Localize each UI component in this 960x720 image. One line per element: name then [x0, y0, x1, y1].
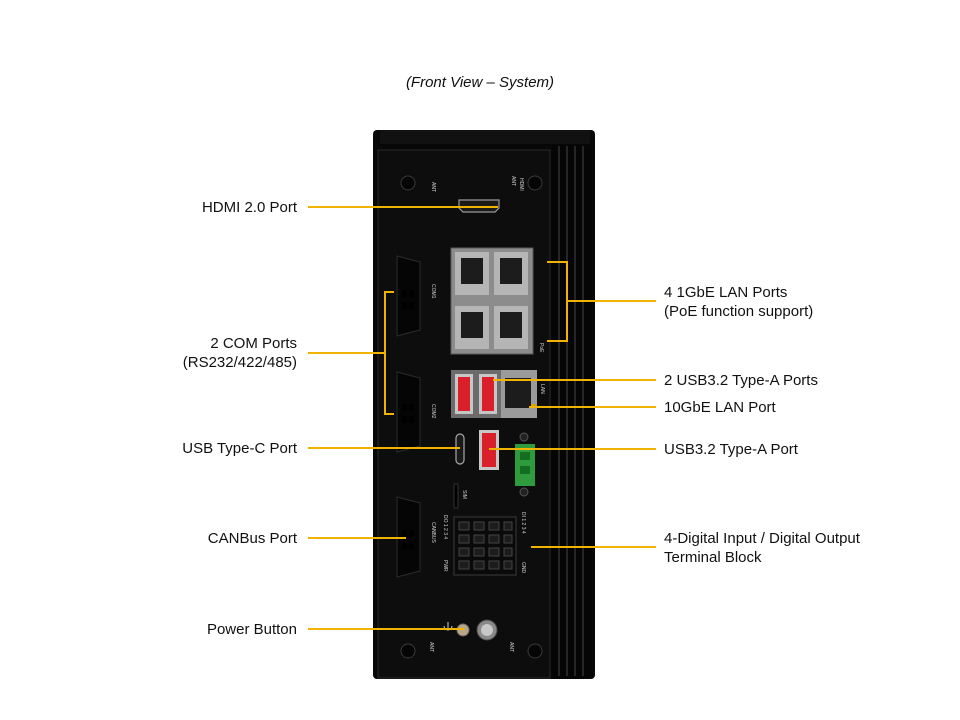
ant-label-top-right: ANT [510, 176, 516, 186]
leader-lines [308, 206, 656, 630]
ant-label-top-left: ANT [430, 182, 436, 192]
label-usb32-type-a-port: USB3.2 Type-A Port [664, 441, 798, 458]
ant-label-bottom-left: ANT [428, 642, 434, 652]
com2-panel-label: COM2 [430, 404, 436, 419]
label-10gbe-lan-port: 10GbE LAN Port [664, 399, 776, 416]
poe-panel-label: PoE [538, 343, 544, 353]
label-usb32-type-a-ports: 2 USB3.2 Type-A Ports [664, 372, 818, 389]
canbus-panel-label: CANBUS [430, 522, 436, 544]
sim-slot [453, 483, 459, 509]
label-com-ports: 2 COM Ports (RS232/422/485) [182, 335, 297, 371]
dio-terminal-block [453, 516, 517, 576]
pwr-panel-label: PWR [442, 560, 448, 572]
lan-panel-label: LAN [539, 384, 545, 394]
label-usb-type-c-port: USB Type-C Port [182, 440, 297, 457]
ant-label-bottom-right: ANT [508, 642, 514, 652]
gnd-panel-label: GND [520, 562, 526, 574]
sim-panel-label: SIM [461, 490, 467, 499]
label-1gbe-lan-ports: 4 1GbE LAN Ports (PoE function support) [664, 284, 814, 320]
power-button [456, 619, 498, 641]
dio-right-panel-label: DI 1 2 3 4 [520, 512, 526, 534]
com-port-2 [396, 371, 421, 453]
com-port-1 [396, 255, 421, 337]
canbus-port [396, 496, 421, 578]
lan-10gbe-port [501, 370, 537, 418]
label-power-button: Power Button [206, 621, 297, 638]
power-terminal [515, 432, 535, 497]
lan-ports-block [450, 247, 534, 355]
hdmi-panel-label: HDMI [518, 178, 524, 191]
com1-panel-label: COM1 [430, 284, 436, 299]
label-canbus-port: CANBus Port [207, 530, 297, 547]
antenna-holes [400, 175, 543, 659]
usb-a-pair [451, 370, 501, 418]
label-dio-terminal-block: 4-Digital Input / Digital Output Termina… [664, 530, 860, 566]
leader-com-bracket [384, 291, 394, 415]
label-hdmi-port: HDMI 2.0 Port [201, 199, 297, 216]
dio-left-panel-label: DO 1 2 3 4 [442, 515, 448, 539]
figure-caption: (Front View – System) [405, 74, 555, 91]
